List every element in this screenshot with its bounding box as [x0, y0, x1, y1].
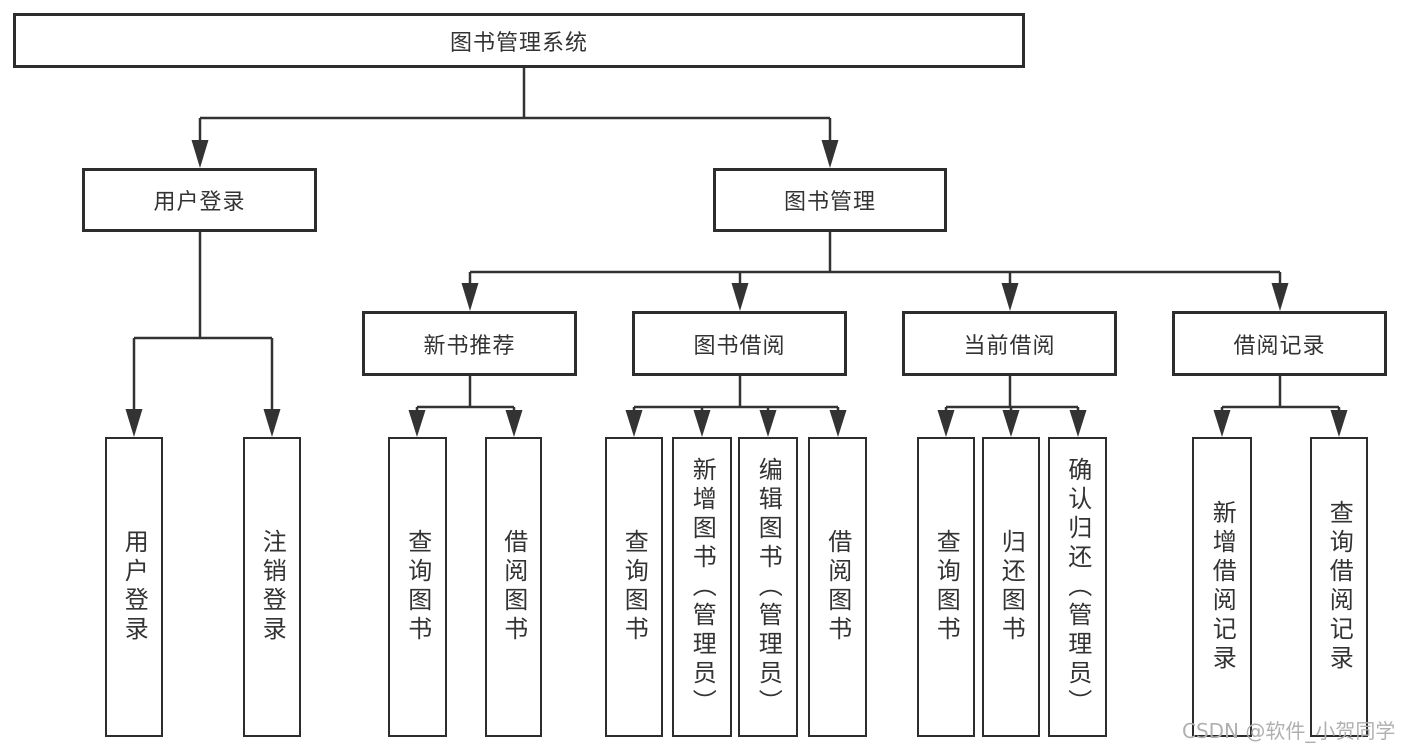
leaf-label: 查询图书	[932, 529, 961, 645]
leaf-label: 查询借阅记录	[1325, 500, 1354, 674]
node-label: 借阅记录	[1233, 333, 1326, 359]
node-book-borrowing: 图书借阅	[632, 311, 847, 376]
arrowhead-icon	[263, 409, 281, 437]
arrowhead-icon	[731, 283, 749, 311]
arrowhead-icon	[1213, 410, 1231, 437]
node-label: 图书借阅	[693, 333, 786, 359]
arrowhead-icon	[693, 410, 711, 437]
node-current-borrowing: 当前借阅	[902, 311, 1117, 376]
node-label: 新书推荐	[423, 333, 516, 359]
leaf-label: 新增图书（管理员）	[688, 456, 717, 718]
leaf-label: 注销登录	[258, 529, 287, 645]
leaf-label: 借阅图书	[823, 529, 852, 645]
node-new-book-recommendation: 新书推荐	[362, 311, 577, 376]
leaf-add-borrow-record: 新增借阅记录	[1192, 437, 1252, 737]
leaf-return-books: 归还图书	[982, 437, 1040, 737]
arrowhead-icon	[625, 410, 643, 437]
arrowhead-icon	[461, 283, 479, 311]
arrowhead-icon	[1001, 283, 1019, 311]
arrowhead-icon	[505, 410, 523, 437]
arrowhead-icon	[408, 410, 426, 437]
leaf-label: 查询图书	[620, 529, 649, 645]
leaf-add-book-admin: 新增图书（管理员）	[672, 437, 732, 737]
leaf-borrow-books: 借阅图书	[808, 437, 867, 737]
leaf-query-books-recommend: 查询图书	[388, 437, 447, 737]
arrowhead-icon	[125, 409, 143, 437]
leaf-logout: 注销登录	[243, 437, 301, 737]
leaf-confirm-return-admin: 确认归还（管理员）	[1048, 437, 1107, 737]
arrowhead-icon	[821, 140, 839, 168]
leaf-query-borrow-record: 查询借阅记录	[1310, 437, 1368, 737]
leaf-label: 用户登录	[120, 529, 149, 645]
leaf-label: 查询图书	[403, 529, 432, 645]
node-label: 用户登录	[153, 190, 246, 215]
node-borrowing-records: 借阅记录	[1172, 311, 1387, 376]
node-book-management: 图书管理	[713, 168, 947, 232]
leaf-query-books-borrow: 查询图书	[605, 437, 663, 737]
leaf-edit-book-admin: 编辑图书（管理员）	[738, 437, 798, 737]
arrowhead-icon	[1002, 410, 1020, 437]
leaf-borrow-books-recommend: 借阅图书	[485, 437, 542, 737]
arrowhead-icon	[191, 140, 209, 168]
node-user-login: 用户登录	[82, 168, 317, 232]
node-label: 图书管理系统	[449, 30, 588, 56]
node-label: 当前借阅	[963, 333, 1056, 359]
node-label: 图书管理	[783, 190, 876, 215]
arrowhead-icon	[1069, 410, 1087, 437]
leaf-label: 借阅图书	[499, 529, 528, 645]
watermark: CSDN @软件_小贺同学	[1182, 719, 1396, 743]
leaf-label: 编辑图书（管理员）	[754, 456, 783, 718]
arrowhead-icon	[829, 410, 847, 437]
leaf-label: 新增借阅记录	[1208, 500, 1237, 674]
leaf-label: 确认归还（管理员）	[1063, 456, 1092, 718]
arrowhead-icon	[937, 410, 955, 437]
leaf-label: 归还图书	[997, 529, 1026, 645]
leaf-query-books-current: 查询图书	[917, 437, 975, 737]
node-library-management-system: 图书管理系统	[13, 13, 1025, 68]
arrowhead-icon	[759, 410, 777, 437]
leaf-user-login: 用户登录	[105, 437, 163, 737]
arrowhead-icon	[1330, 410, 1348, 437]
arrowhead-icon	[1271, 283, 1289, 311]
